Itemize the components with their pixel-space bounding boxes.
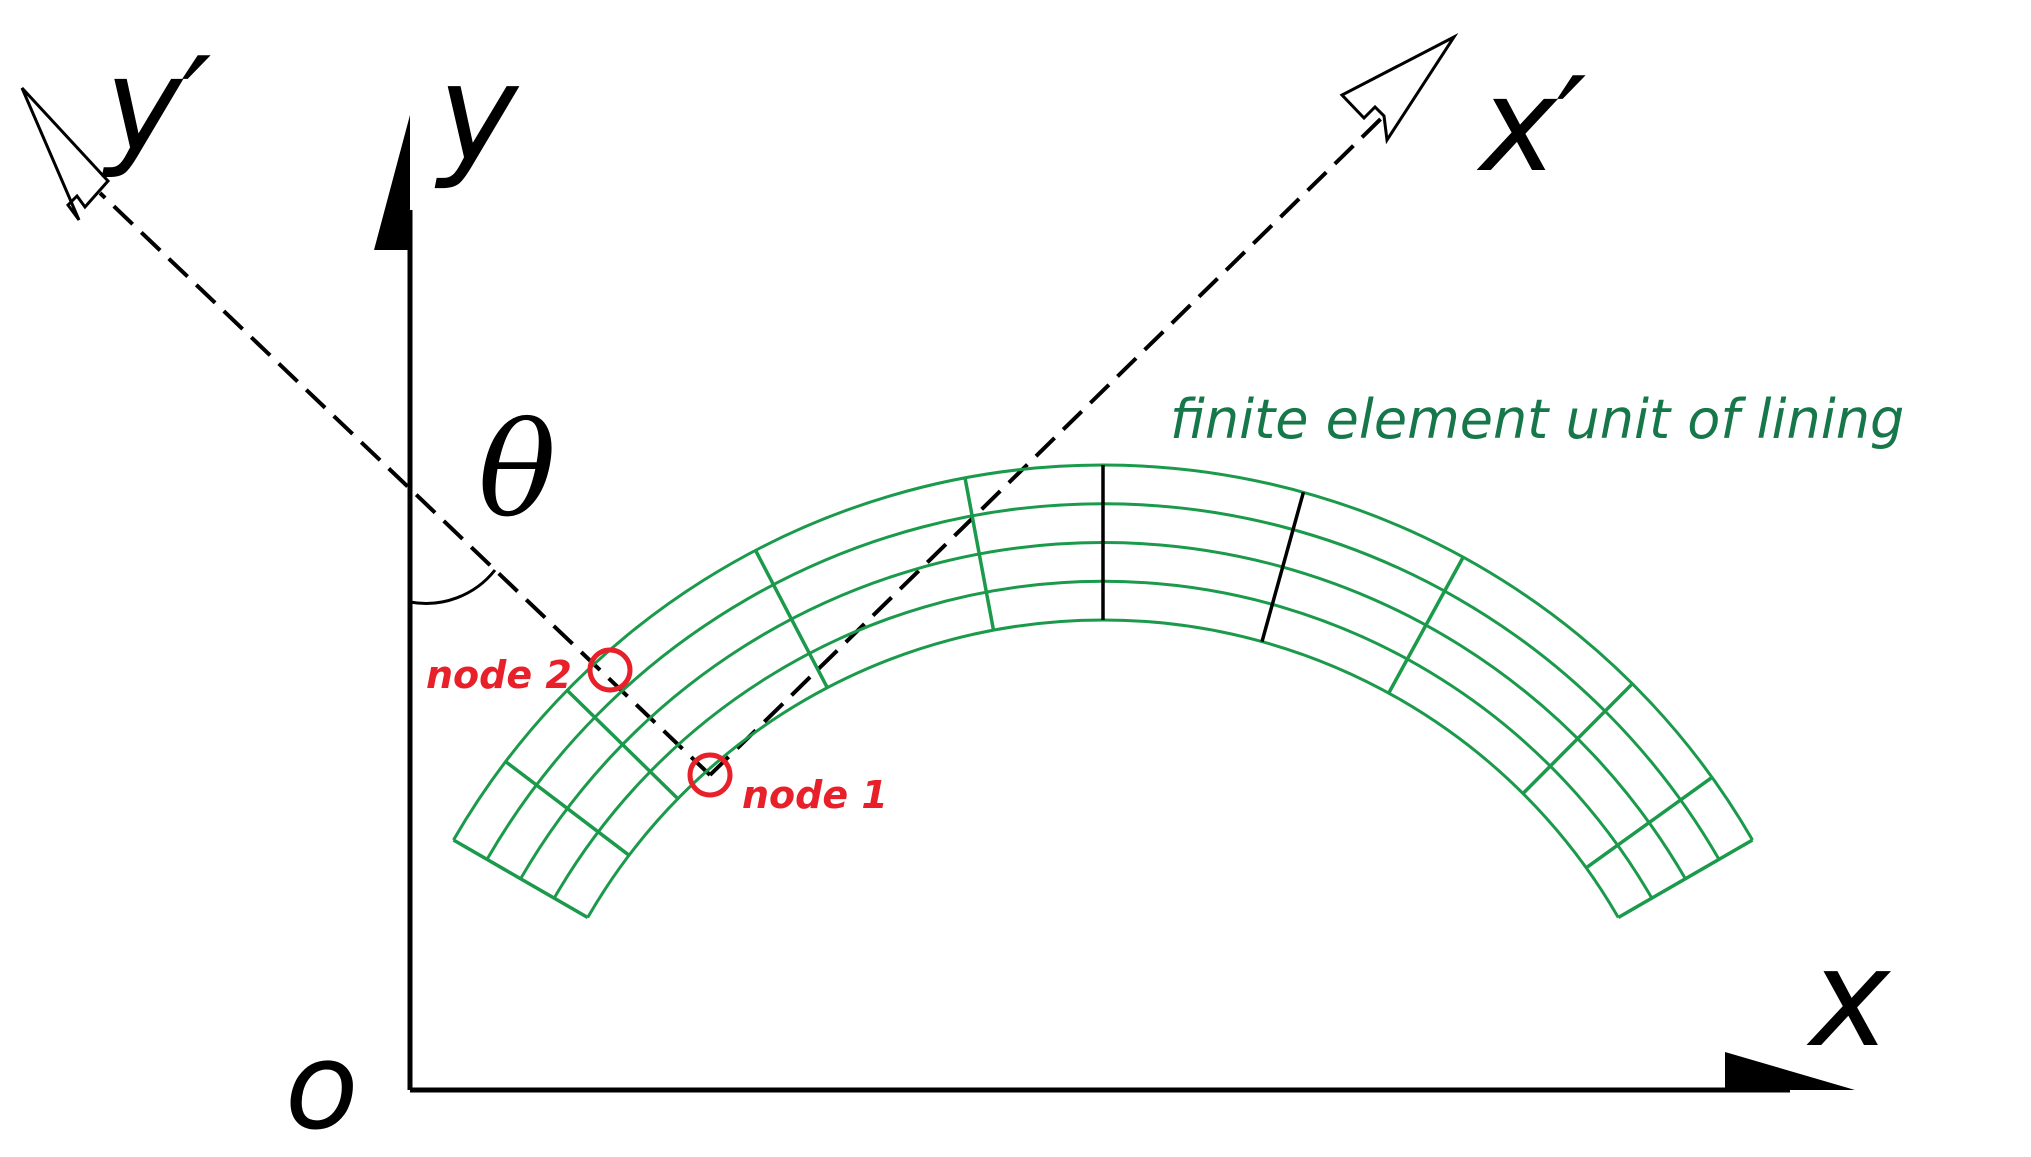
node-2-marker xyxy=(587,647,633,693)
global-axes xyxy=(374,115,1855,1093)
x-prime-axis-line xyxy=(708,103,1397,777)
x-prime-label: x′ xyxy=(1476,49,1586,201)
node-2-label: node 2 xyxy=(426,653,572,697)
y-axis-label: y xyxy=(434,35,520,192)
mesh-end-edge xyxy=(452,838,589,920)
node-1-label: node 1 xyxy=(742,773,888,817)
highlighted-element-boundary xyxy=(1260,491,1306,643)
mesh-ring-arc xyxy=(586,618,1620,919)
element-boundary xyxy=(1521,682,1634,795)
element-boundary xyxy=(504,760,631,857)
x-axis-label: x xyxy=(1806,920,1892,1077)
element-boundary xyxy=(1387,556,1465,694)
mesh-ring-arc xyxy=(552,579,1654,899)
local-axes xyxy=(20,33,1459,777)
x-prime-arrowhead-icon xyxy=(1339,33,1459,145)
lining-mesh xyxy=(452,463,1754,920)
element-boundary xyxy=(753,549,829,689)
element-boundary xyxy=(963,477,996,631)
theta-label: θ xyxy=(478,394,556,546)
y-prime-axis-line xyxy=(98,191,712,777)
y-arrowhead-icon xyxy=(374,115,410,250)
mesh-end-edge xyxy=(1617,838,1754,920)
origin-label: o xyxy=(285,1018,358,1157)
element-boundary xyxy=(565,689,680,800)
y-prime-arrowhead-icon xyxy=(20,86,111,221)
x-arrowhead-icon xyxy=(1725,1052,1855,1090)
element-boundary xyxy=(1585,775,1714,870)
node-1-marker xyxy=(687,752,733,798)
node-markers xyxy=(587,647,733,798)
theta-angle-arc xyxy=(409,569,497,605)
lining-caption: finite element unit of lining xyxy=(1170,388,1904,451)
y-prime-label: y′ xyxy=(101,29,211,181)
